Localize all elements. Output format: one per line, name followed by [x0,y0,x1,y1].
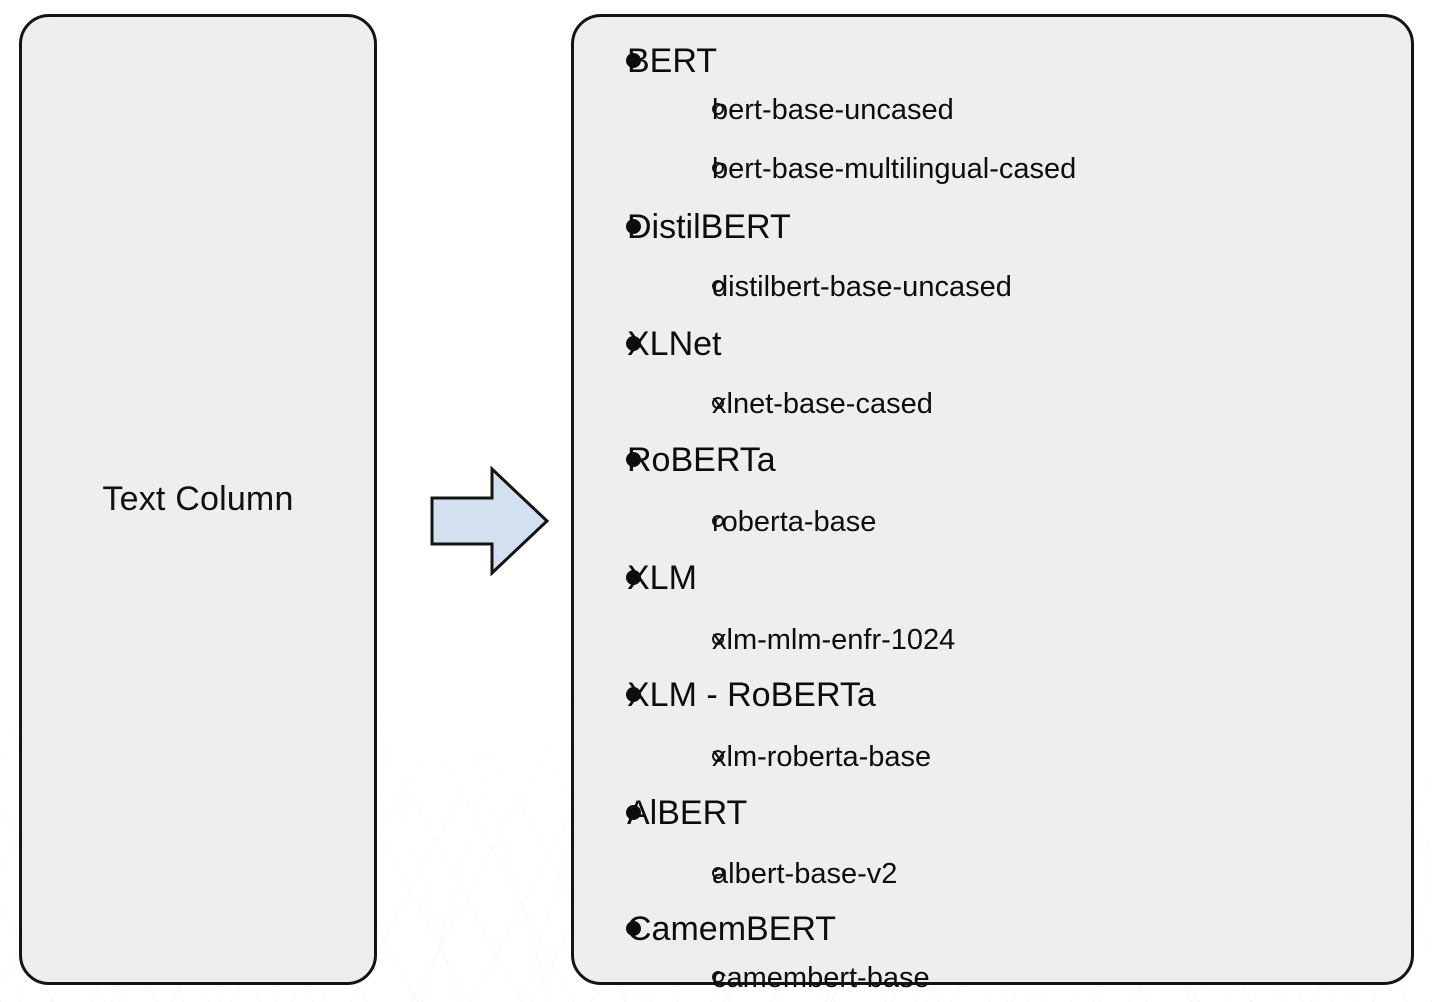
model-checkpoint-label: bert-base-multilingual-cased [712,152,1077,185]
model-group-label: DistilBERT [627,207,791,246]
model-group-label: BERT [627,41,718,80]
model-group-label: XLNet [627,324,722,363]
model-group-label: AlBERT [627,793,748,832]
bullet-filled-icon [574,208,641,247]
model-checkpoint-label: bert-base-uncased [712,93,954,126]
model-group-item[interactable]: XLM [574,558,697,598]
model-checkpoint-item[interactable]: camembert-base [574,960,930,996]
bullet-hollow-icon [574,741,724,774]
bullet-filled-icon [574,42,641,81]
model-group-item[interactable]: XLNet [574,324,722,364]
model-checkpoint-label: xlm-mlm-enfr-1024 [712,623,956,656]
bullet-hollow-icon [574,624,724,657]
bullet-hollow-icon [574,271,724,304]
model-checkpoint-item[interactable]: distilbert-base-uncased [574,269,1012,305]
bullet-filled-icon [574,325,641,364]
bullet-filled-icon [574,910,641,949]
bullet-filled-icon [574,559,641,598]
bullet-hollow-icon [574,388,724,421]
model-checkpoint-item[interactable]: bert-base-uncased [574,92,954,128]
model-checkpoint-item[interactable]: xlnet-base-cased [574,386,933,422]
bullet-hollow-icon [574,153,724,186]
model-group-item[interactable]: CamemBERT [574,909,836,949]
model-group-label: XLM [627,558,697,597]
bullet-hollow-icon [574,858,724,891]
model-checkpoint-label: distilbert-base-uncased [712,270,1012,303]
model-group-label: CamemBERT [627,909,837,948]
models-box[interactable]: BERT bert-base-uncased bert-base-multiling… [571,14,1414,994]
model-checkpoint-item[interactable]: xlm-roberta-base [574,739,931,775]
model-checkpoint-item[interactable]: albert-base-v2 [574,856,897,892]
source-box-label: Text Column [102,480,294,518]
model-checkpoint-label: camembert-base [712,961,930,994]
model-checkpoint-item[interactable]: roberta-base [574,504,876,540]
bullet-filled-icon [574,441,641,480]
bullet-hollow-icon [574,506,724,539]
model-group-item[interactable]: RoBERTa [574,440,776,480]
right-arrow-icon [430,465,550,577]
bullet-hollow-icon [574,94,724,127]
bullet-hollow-icon [574,962,724,995]
source-box[interactable]: Text Column [19,14,377,985]
model-checkpoint-label: roberta-base [712,505,877,538]
model-checkpoint-label: albert-base-v2 [712,857,898,890]
model-group-item[interactable]: BERT [574,41,717,81]
bullet-filled-icon [574,676,641,715]
model-group-item[interactable]: DistilBERT [574,207,791,247]
model-group-item[interactable]: AlBERT [574,793,747,833]
bullet-filled-icon [574,794,641,833]
model-checkpoint-label: xlnet-base-cased [712,387,933,420]
model-checkpoint-label: xlm-roberta-base [712,740,932,773]
model-group-label: XLM - RoBERTa [627,675,876,714]
model-group-label: RoBERTa [627,440,776,479]
model-checkpoint-item[interactable]: xlm-mlm-enfr-1024 [574,622,955,658]
model-list: BERT bert-base-uncased bert-base-multiling… [574,17,1411,994]
model-checkpoint-item[interactable]: bert-base-multilingual-cased [574,151,1076,187]
model-group-item[interactable]: XLM - RoBERTa [574,675,876,715]
